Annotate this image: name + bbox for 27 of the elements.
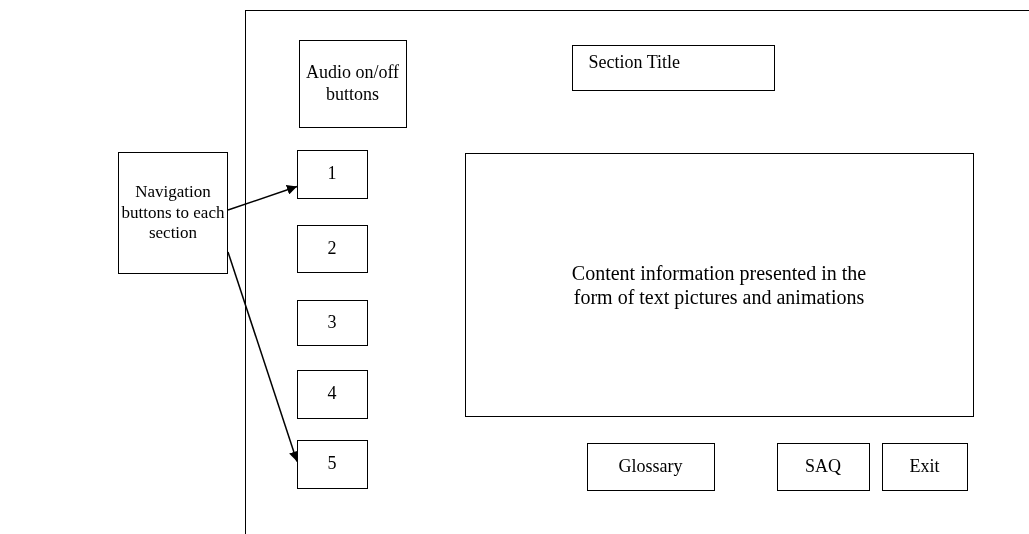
button-box [571, 44, 775, 91]
box-text: 3 [327, 311, 337, 334]
box-text: Navigation buttons to each section [120, 182, 226, 244]
button-box [586, 442, 715, 491]
callout-box [118, 152, 228, 274]
box-text: 1 [327, 163, 337, 185]
button-box [296, 299, 368, 346]
box-text: SAQ [805, 455, 841, 478]
button-box [296, 149, 368, 199]
box-text: 5 [327, 453, 337, 475]
box-text: Glossary [618, 455, 683, 478]
button-box [298, 39, 407, 128]
button-box [296, 224, 368, 273]
button-box [296, 439, 368, 489]
arrow [227, 185, 298, 211]
box-text: Audio on/off buttons [304, 61, 401, 106]
box-text: Content information presented in the form of text pictures and animations [570, 260, 868, 309]
box-text: Section Title [588, 51, 681, 74]
button-box [776, 442, 870, 491]
box-text: Exit [909, 455, 940, 478]
box-text: 4 [327, 383, 337, 405]
arrow [227, 251, 299, 463]
box-text: 2 [327, 237, 337, 260]
button-box [296, 369, 368, 419]
content-panel [464, 152, 974, 417]
screen-frame [245, 10, 1029, 534]
button-box [881, 442, 968, 491]
